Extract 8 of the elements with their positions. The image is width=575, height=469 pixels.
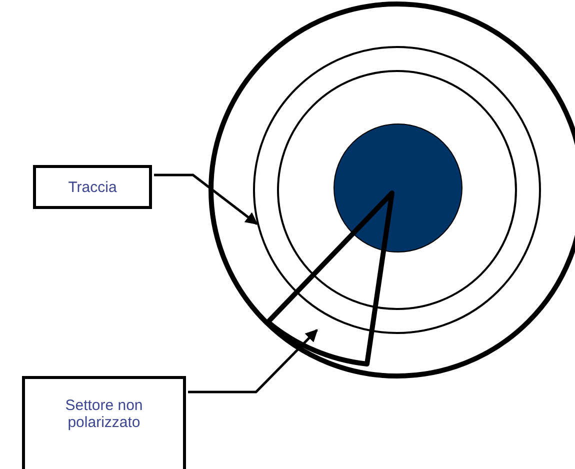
label-text: Settore non polarizzato: [64, 397, 144, 431]
sector-wedge: [266, 190, 394, 366]
label-box: [33, 165, 152, 209]
label-text: Traccia: [67, 179, 118, 196]
leader-line: [154, 174, 258, 225]
leader-line: [188, 329, 318, 394]
label-box: [22, 376, 186, 469]
track-ring: [253, 46, 541, 334]
